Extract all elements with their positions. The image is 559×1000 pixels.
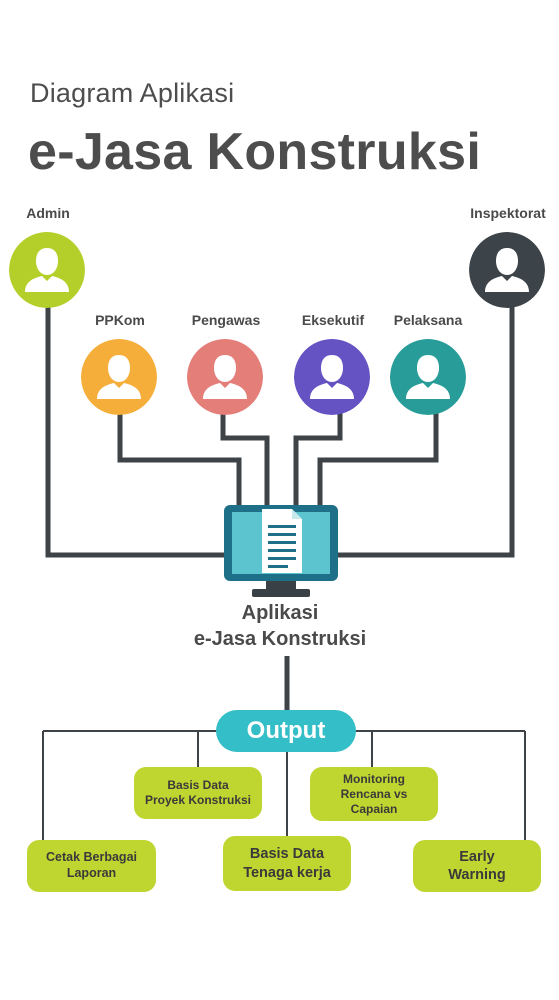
- line-inspektorat: [338, 300, 515, 558]
- output-box-text: Tenaga kerja: [243, 864, 331, 881]
- output-box-text: Warning: [448, 867, 506, 883]
- output-box-text: Laporan: [66, 866, 117, 880]
- role-label-inspektorat: Inspektorat: [470, 205, 546, 221]
- output-box-early-warning: Early Warning: [413, 840, 541, 892]
- role-label-admin: Admin: [26, 205, 70, 221]
- user-icon: [81, 339, 157, 415]
- role-label-ppkom: PPKom: [95, 312, 145, 328]
- role-label-pelaksana: Pelaksana: [393, 312, 463, 328]
- user-icon: [469, 232, 545, 308]
- monitor-document-icon: [224, 505, 338, 597]
- avatar-eksekutif: [294, 339, 370, 415]
- avatar-pelaksana: [390, 339, 466, 415]
- output-box-text: Basis Data: [249, 846, 325, 863]
- avatar-admin: [9, 232, 85, 308]
- app-label: Aplikasi e-Jasa Konstruksi: [130, 600, 430, 652]
- avatar-ppkom: [81, 339, 157, 415]
- line-pengawas: [220, 410, 270, 508]
- output-pill: Output: [216, 710, 356, 752]
- diagram-subtitle: Diagram Aplikasi: [30, 78, 235, 108]
- user-icon: [9, 232, 85, 308]
- output-box-text: Basis Data: [167, 778, 229, 792]
- line-eksekutif: [293, 410, 343, 508]
- app-label-line2: e-Jasa Konstruksi: [193, 628, 367, 650]
- output-box-text: Monitoring: [343, 771, 405, 786]
- role-label-eksekutif: Eksekutif: [301, 312, 365, 328]
- avatar-inspektorat: [469, 232, 545, 308]
- line-admin: [45, 300, 225, 558]
- role-label-pengawas: Pengawas: [191, 312, 261, 328]
- user-icon: [294, 339, 370, 415]
- output-box-text: Capaian: [350, 801, 398, 816]
- app-label-line1: Aplikasi: [241, 602, 319, 624]
- output-box-monitoring: Monitoring Rencana vs Capaian: [310, 767, 438, 821]
- diagram-title: e-Jasa Konstruksi: [28, 123, 482, 181]
- user-icon: [187, 339, 263, 415]
- output-box-text: Proyek Konstruksi: [144, 793, 252, 807]
- line-ppkom: [117, 410, 242, 508]
- output-box-basis-data-tenaga: Basis Data Tenaga kerja: [223, 836, 351, 891]
- output-box-text: Rencana vs: [340, 786, 408, 801]
- output-box-text: Cetak Berbagai: [45, 850, 137, 865]
- output-box-text: Early: [459, 848, 495, 865]
- user-icon: [390, 339, 466, 415]
- output-box-cetak-laporan: Cetak Berbagai Laporan: [27, 840, 156, 892]
- output-box-basis-data-proyek: Basis Data Proyek Konstruksi: [134, 767, 262, 819]
- line-pelaksana: [317, 410, 439, 508]
- avatar-pengawas: [187, 339, 263, 415]
